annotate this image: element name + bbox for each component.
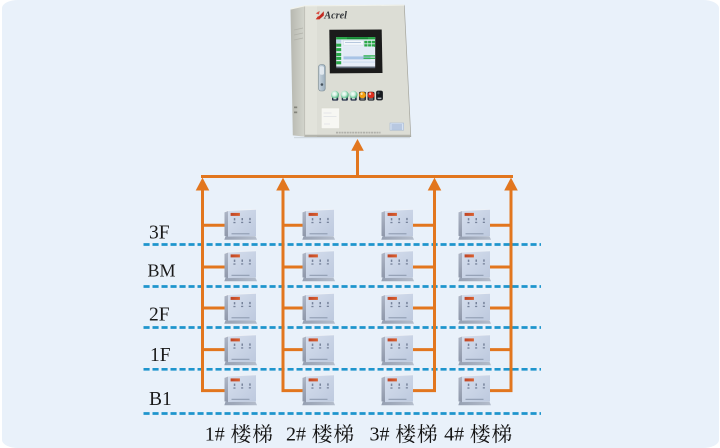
svg-text:Acrel: Acrel: [323, 11, 347, 22]
svg-text:B1: B1: [149, 389, 172, 410]
svg-text:BM: BM: [148, 261, 176, 281]
svg-text:1F: 1F: [150, 345, 171, 366]
svg-text:3F: 3F: [149, 222, 170, 243]
svg-text:3#: 3#: [370, 424, 390, 446]
svg-text:1#: 1#: [205, 424, 225, 446]
svg-text:2#: 2#: [286, 424, 306, 446]
svg-text:4#: 4#: [444, 424, 464, 446]
svg-text:2F: 2F: [149, 305, 170, 326]
